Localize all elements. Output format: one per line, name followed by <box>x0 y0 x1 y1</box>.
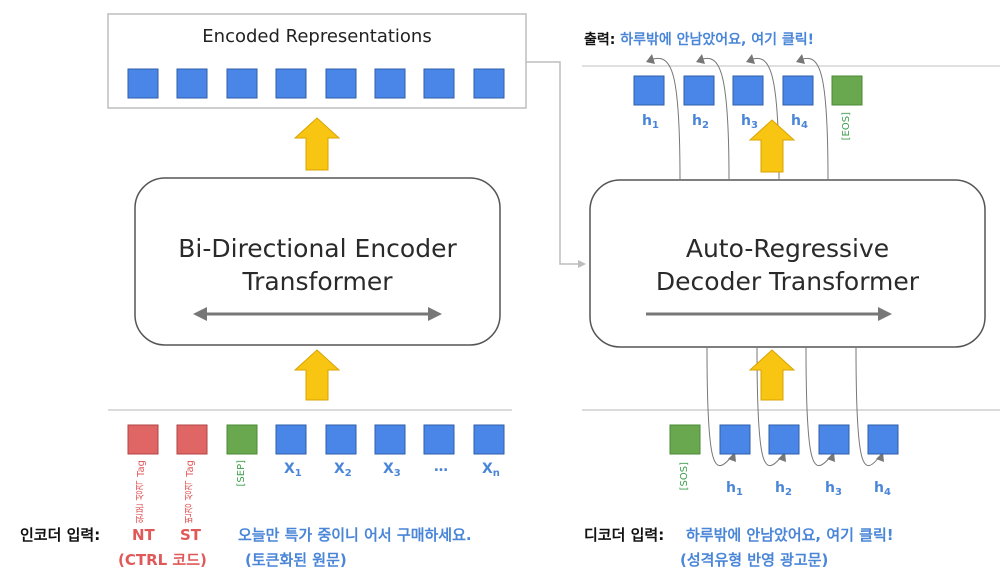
decoder-input-token-h3 <box>818 424 850 455</box>
encoder-input-label-xn: Xn <box>482 461 500 479</box>
encoder-input-caption-label: 인코더 입력: <box>20 526 101 544</box>
encoded-representations-title: Encoded Representations <box>202 26 432 47</box>
output-loop-arrowhead-4 <box>796 54 805 64</box>
decoder-input-tokens <box>669 424 899 455</box>
encoder-token-xn <box>473 424 505 455</box>
decoder-output-prefix: 출력: <box>584 32 616 48</box>
encoder-name-line2: Transformer <box>242 267 393 296</box>
encoder-transformer-box <box>134 177 501 346</box>
encoded-token-1 <box>127 68 159 99</box>
autoregressive-loops <box>649 57 881 466</box>
decoder-output-token-eos <box>831 75 863 106</box>
encoded-token-8 <box>473 68 505 99</box>
input-loop-4 <box>855 346 881 466</box>
decoder-input-label-h1: h1 <box>726 480 743 498</box>
decoder-output-label-h4: h4 <box>791 113 808 131</box>
bidirectional-arrowhead-left <box>193 307 207 321</box>
output-loop-1 <box>649 57 681 181</box>
decoder-input-token-sos <box>669 424 701 455</box>
bidirectional-arrowhead-right <box>428 307 442 321</box>
caption-st: ST <box>180 526 202 544</box>
input-loop-1 <box>706 346 733 466</box>
encoded-token-2 <box>176 68 208 99</box>
decoder-output-token-h1 <box>633 75 665 106</box>
decoder-direction-arrowhead <box>878 307 892 321</box>
caption-source-note: (토큰화된 원문) <box>245 551 347 569</box>
encoder-decoder-connector <box>526 61 578 265</box>
output-loop-4 <box>799 57 829 181</box>
decoder-output-token-h3 <box>732 75 764 106</box>
encoded-token-7 <box>423 68 455 99</box>
decoder-input-label-h4: h4 <box>874 480 891 498</box>
decoder-output-token-h4 <box>782 75 814 106</box>
encoder-input-tokens <box>127 424 505 455</box>
decoder-input-token-h4 <box>867 424 899 455</box>
encoder-input-label-sep: [SEP] <box>236 460 247 487</box>
encoder-input-label-ellipsis: … <box>434 459 448 475</box>
decoder-input-token-h2 <box>768 424 800 455</box>
decoder-output-label-h2: h2 <box>692 113 709 131</box>
encoded-token-5 <box>325 68 357 99</box>
caption-source-sentence: 오늘만 특가 중이니 어서 구매하세요. <box>238 526 472 544</box>
decoder-output-label-h1: h1 <box>642 113 659 131</box>
decoder-output-caption: 출력: 하루밖에 안남았어요, 여기 클릭! <box>584 33 814 47</box>
encoder-input-label-changed-tag: 변경 성격 Tag <box>185 460 196 524</box>
output-loop-arrowhead-3 <box>746 54 755 64</box>
encoder-name: Bi-Directional Encoder Transformer <box>135 232 500 298</box>
decoder-output-text: 하루밖에 안남았어요, 여기 클릭! <box>620 32 814 48</box>
encoder-token-st <box>176 424 208 455</box>
encoder-token-x3 <box>374 424 406 455</box>
decoder-input-arrow <box>748 349 796 401</box>
connector-arrowhead <box>578 260 586 268</box>
output-loop-arrowhead-1 <box>646 54 655 64</box>
decoder-input-label-sos: [SOS] <box>679 462 690 491</box>
input-loop-2 <box>756 346 783 466</box>
caption-nt: NT <box>132 526 155 544</box>
decoder-name-line1: Auto-Regressive <box>685 234 890 263</box>
decoder-name: Auto-Regressive Decoder Transformer <box>590 232 985 298</box>
encoded-tokens <box>127 68 505 99</box>
decoder-input-caption-label: 디코더 입력: <box>584 526 665 544</box>
decoder-input-label-h3: h3 <box>825 480 842 498</box>
encoder-input-label-x1: X1 <box>284 461 302 479</box>
encoder-token-x1 <box>275 424 307 455</box>
input-loop-3 <box>805 346 832 466</box>
encoded-token-6 <box>374 68 406 99</box>
decoder-input-label-h2: h2 <box>775 480 792 498</box>
encoder-output-arrow <box>293 117 341 171</box>
encoder-token-nt <box>127 424 159 455</box>
encoder-input-label-original-tag: 원본 성격 Tag <box>136 460 147 524</box>
encoded-token-4 <box>275 68 307 99</box>
caption-ctrl-code: (CTRL 코드) <box>118 551 207 569</box>
decoder-name-line2: Decoder Transformer <box>655 267 920 296</box>
encoder-token-x2 <box>325 424 357 455</box>
encoder-input-label-x2: X2 <box>334 461 352 479</box>
encoder-name-line1: Bi-Directional Encoder <box>178 234 457 263</box>
decoder-input-token-h1 <box>719 424 751 455</box>
decoder-transformer-box <box>589 179 986 348</box>
decoder-output-arrow <box>748 119 796 173</box>
decoder-output-label-eos: [EOS] <box>841 112 852 141</box>
caption-decoder-input-text: 하루밖에 안남았어요, 여기 클릭! <box>686 526 894 544</box>
caption-decoder-note: (성격유형 반영 광고문) <box>680 551 829 569</box>
encoder-input-label-x3: X3 <box>383 461 401 479</box>
encoder-token-dots <box>423 424 455 455</box>
decoder-output-token-h2 <box>683 75 715 106</box>
encoder-input-arrow <box>293 349 341 401</box>
encoded-token-3 <box>226 68 258 99</box>
decoder-output-tokens <box>633 75 863 106</box>
decoder-output-label-h3: h3 <box>741 113 758 131</box>
encoder-token-sep <box>226 424 258 455</box>
output-loop-2 <box>699 57 730 181</box>
output-loop-arrowhead-2 <box>696 54 705 64</box>
